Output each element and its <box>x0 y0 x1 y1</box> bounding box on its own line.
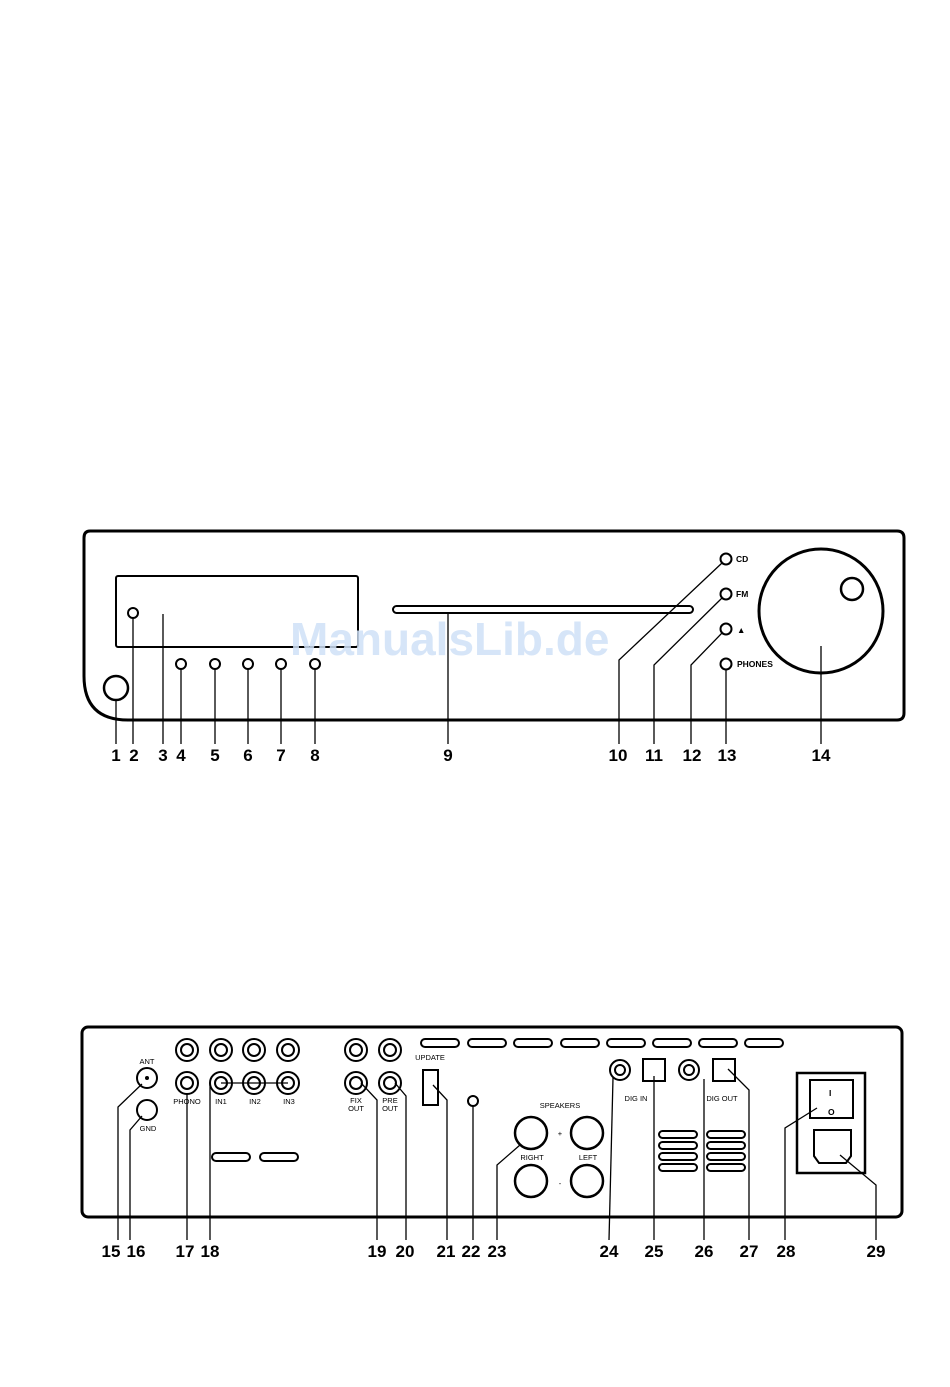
eject-label: ▲ <box>737 625 745 635</box>
front-button-5 <box>210 659 220 669</box>
fm-label: FM <box>736 589 748 599</box>
phono-label: PHONO <box>173 1097 201 1106</box>
callout-15: 15 <box>102 1242 121 1261</box>
standby-button <box>104 676 128 700</box>
callout-1: 1 <box>111 746 120 765</box>
cd-label: CD <box>736 554 748 564</box>
digital-coax-out <box>679 1060 699 1080</box>
phones-jack <box>721 659 732 670</box>
power-on-symbol: I <box>829 1088 831 1098</box>
rear-slot-b <box>260 1153 298 1161</box>
fm-button <box>721 589 732 600</box>
callout-29: 29 <box>867 1242 886 1261</box>
callout-12: 12 <box>683 746 702 765</box>
callout-2: 2 <box>129 746 138 765</box>
rca-jacks-top <box>176 1039 401 1061</box>
callout-21: 21 <box>437 1242 456 1261</box>
pre-out-label-2: OUT <box>382 1104 398 1113</box>
fix-out-label-2: OUT <box>348 1104 364 1113</box>
rear-callouts: 15 16 17 18 19 20 21 22 23 24 25 26 27 2… <box>102 1242 886 1261</box>
callout-9: 9 <box>443 746 452 765</box>
callout-17: 17 <box>176 1242 195 1261</box>
in1-label: IN1 <box>215 1097 227 1106</box>
left-label: LEFT <box>579 1153 598 1162</box>
speakers-label: SPEAKERS <box>540 1101 580 1110</box>
rear-panel-outline <box>82 1027 902 1217</box>
speakers-plus-label: + <box>558 1129 563 1138</box>
in3-label: IN3 <box>283 1097 295 1106</box>
callout-23: 23 <box>488 1242 507 1261</box>
front-button-7 <box>276 659 286 669</box>
callout-3: 3 <box>158 746 167 765</box>
front-callouts: 1 2 3 4 5 6 7 8 9 10 11 12 13 14 <box>111 746 831 765</box>
right-label: RIGHT <box>520 1153 544 1162</box>
callout-6: 6 <box>243 746 252 765</box>
callout-22: 22 <box>462 1242 481 1261</box>
cd-button <box>721 554 732 565</box>
rear-panel <box>82 1027 902 1240</box>
digital-optical-out <box>713 1059 735 1081</box>
phones-label: PHONES <box>737 659 773 669</box>
reset-hole <box>468 1096 478 1106</box>
callout-16: 16 <box>127 1242 146 1261</box>
ant-label: ANT <box>140 1057 155 1066</box>
callout-27: 27 <box>740 1242 759 1261</box>
callout-5: 5 <box>210 746 219 765</box>
in2-label: IN2 <box>249 1097 261 1106</box>
callout-8: 8 <box>310 746 319 765</box>
power-off-symbol: O <box>828 1107 835 1117</box>
volume-knob-indicator <box>841 578 863 600</box>
update-label: UPDATE <box>415 1053 445 1062</box>
lower-vent-slots <box>659 1131 745 1171</box>
speakers-minus-label: - <box>559 1179 562 1188</box>
rear-leader-lines <box>118 1069 876 1240</box>
callout-14: 14 <box>812 746 831 765</box>
callout-24: 24 <box>600 1242 619 1261</box>
eject-button <box>721 624 732 635</box>
ground-terminal <box>137 1100 157 1120</box>
watermark: ManualsLib.de <box>290 613 609 665</box>
power-inlet <box>814 1130 851 1163</box>
callout-19: 19 <box>368 1242 387 1261</box>
callout-20: 20 <box>396 1242 415 1261</box>
callout-10: 10 <box>609 746 628 765</box>
antenna-jack-center <box>145 1076 149 1080</box>
digital-coax-in <box>610 1060 630 1080</box>
top-vent-slots <box>421 1039 783 1047</box>
callout-28: 28 <box>777 1242 796 1261</box>
callout-7: 7 <box>276 746 285 765</box>
callout-26: 26 <box>695 1242 714 1261</box>
remote-sensor <box>128 608 138 618</box>
front-button-6 <box>243 659 253 669</box>
callout-11: 11 <box>645 746 663 765</box>
callout-4: 4 <box>176 746 186 765</box>
front-button-4 <box>176 659 186 669</box>
callout-18: 18 <box>201 1242 220 1261</box>
dig-in-label: DIG IN <box>625 1094 648 1103</box>
callout-25: 25 <box>645 1242 664 1261</box>
rear-slot-a <box>212 1153 250 1161</box>
dig-out-label: DIG OUT <box>706 1094 738 1103</box>
callout-13: 13 <box>718 746 737 765</box>
gnd-label: GND <box>140 1124 157 1133</box>
cd-slot <box>393 606 693 613</box>
